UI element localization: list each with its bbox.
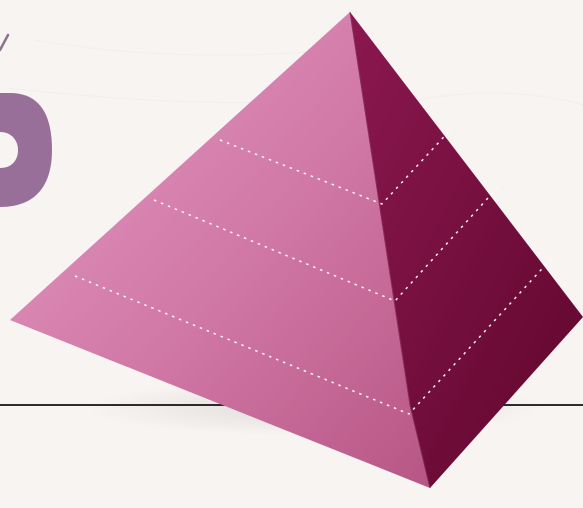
letter-fragment <box>0 35 52 207</box>
